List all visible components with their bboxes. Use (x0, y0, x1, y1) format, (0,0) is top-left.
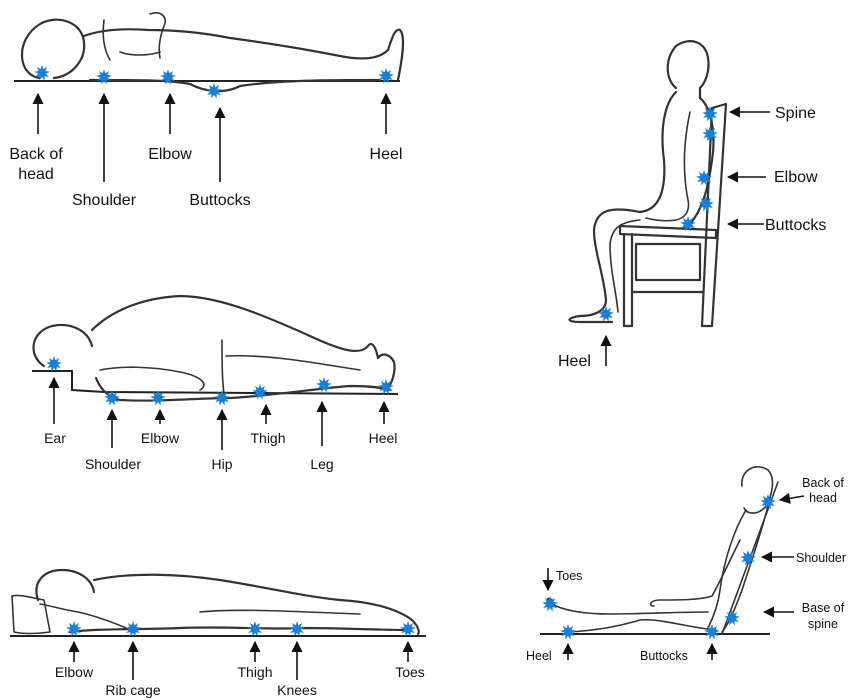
semi-reclined-leg-bottom (570, 620, 716, 632)
prone-label-elbow: Elbow (55, 664, 94, 680)
prone-pillow (12, 595, 50, 633)
semi-reclined-label-heel: Heel (526, 649, 552, 663)
sitting-label-elbow: Elbow (774, 169, 818, 186)
pressure-point-star-icon (125, 621, 141, 637)
pressure-point-star-icon (542, 596, 558, 612)
side-lying-leg-line (226, 356, 360, 370)
side-lying-body-bottom (96, 378, 390, 401)
prone-marker-rib-cage (125, 621, 141, 637)
prone-label-rib-cage: Rib cage (105, 682, 160, 698)
chair-seat (620, 226, 716, 238)
prone-arm (40, 604, 126, 628)
supine-figure: Back of head Shoulder Elbow Buttocks Hee… (9, 13, 403, 209)
supine-shoulder-line (103, 20, 110, 60)
sitting-label-heel: Heel (558, 353, 591, 370)
side-lying-label-hip: Hip (211, 456, 232, 472)
supine-label-buttocks: Buttocks (189, 192, 250, 209)
side-lying-label-ear: Ear (44, 430, 66, 446)
supine-label-heel: Heel (370, 146, 403, 163)
pressure-point-star-icon (289, 621, 305, 637)
side-lying-hip-line (222, 340, 224, 394)
semi-reclined-torso-front (708, 510, 746, 628)
side-lying-body-top (92, 296, 395, 390)
semi-reclined-label-base-of-spine-1: Base of (802, 601, 845, 615)
supine-label-elbow: Elbow (148, 146, 192, 163)
sitting-chair-figure: Spine Elbow Buttocks Heel (558, 41, 826, 370)
semi-reclined-leg-top (548, 598, 708, 614)
sitting-marker-heel (598, 306, 614, 322)
pressure-point-star-icon (598, 306, 614, 322)
pressure-point-star-icon (247, 621, 263, 637)
side-lying-surface (32, 371, 398, 394)
supine-label-back-of-head-1: Back of (9, 146, 63, 163)
prone-label-knees: Knees (277, 682, 317, 698)
prone-body-bottom (70, 627, 410, 632)
supine-label-shoulder: Shoulder (72, 192, 137, 209)
prone-marker-knees (289, 621, 305, 637)
supine-head (22, 20, 84, 78)
semi-reclined-figure: Back of head Shoulder Base of spine Toes… (526, 467, 846, 663)
sitting-label-spine: Spine (775, 105, 816, 122)
side-lying-label-elbow: Elbow (141, 430, 180, 446)
prone-label-thigh: Thigh (237, 664, 272, 680)
pressure-point-star-icon (46, 356, 62, 372)
semi-reclined-marker-buttocks (704, 624, 720, 640)
semi-reclined-label-base-of-spine-2: spine (808, 617, 838, 631)
side-lying-head (34, 325, 92, 366)
side-lying-marker-ear (46, 356, 62, 372)
pressure-point-star-icon (704, 624, 720, 640)
sitting-label-buttocks: Buttocks (765, 217, 826, 234)
sitting-arm (646, 112, 690, 221)
side-lying-label-thigh: Thigh (250, 430, 285, 446)
semi-reclined-label-back-of-head-1: Back of (802, 476, 844, 490)
semi-reclined-label-back-of-head-2: head (809, 491, 837, 505)
semi-reclined-marker-heel (560, 624, 576, 640)
supine-label-back-of-head-2: head (18, 166, 54, 183)
prone-label-toes: Toes (395, 664, 425, 680)
side-lying-label-leg: Leg (310, 456, 333, 472)
pressure-point-star-icon (206, 83, 222, 99)
semi-reclined-arm (651, 540, 740, 606)
pressure-point-star-icon (96, 69, 112, 85)
semi-reclined-marker-toes (542, 596, 558, 612)
prone-marker-toes (400, 621, 416, 637)
pressure-point-star-icon (400, 621, 416, 637)
prone-marker-elbow (66, 621, 82, 637)
semi-reclined-label-toes: Toes (556, 569, 582, 583)
supine-marker-buttocks (206, 83, 222, 99)
sitting-head (668, 41, 709, 98)
chair-front-leg (624, 234, 632, 326)
prone-marker-thigh (247, 621, 263, 637)
semi-reclined-label-shoulder: Shoulder (796, 551, 846, 565)
semi-reclined-arrow-head (780, 496, 804, 500)
side-lying-label-shoulder: Shoulder (85, 456, 141, 472)
side-lying-label-heel: Heel (369, 430, 398, 446)
chair-panel (636, 244, 700, 280)
semi-reclined-label-buttocks: Buttocks (640, 649, 688, 663)
supine-marker-shoulder (96, 69, 112, 85)
side-lying-arm (100, 367, 204, 390)
prone-body-top (94, 575, 419, 634)
prone-leg-line (200, 610, 360, 614)
side-lying-figure: Ear Shoulder Elbow Hip Thigh Leg Heel (32, 296, 398, 472)
prone-head (36, 570, 94, 600)
supine-arm (120, 13, 165, 58)
sitting-body-front (570, 92, 677, 322)
prone-figure: Elbow Rib cage Thigh Knees Toes (10, 570, 426, 698)
pressure-point-star-icon (66, 621, 82, 637)
pressure-point-star-icon (560, 624, 576, 640)
